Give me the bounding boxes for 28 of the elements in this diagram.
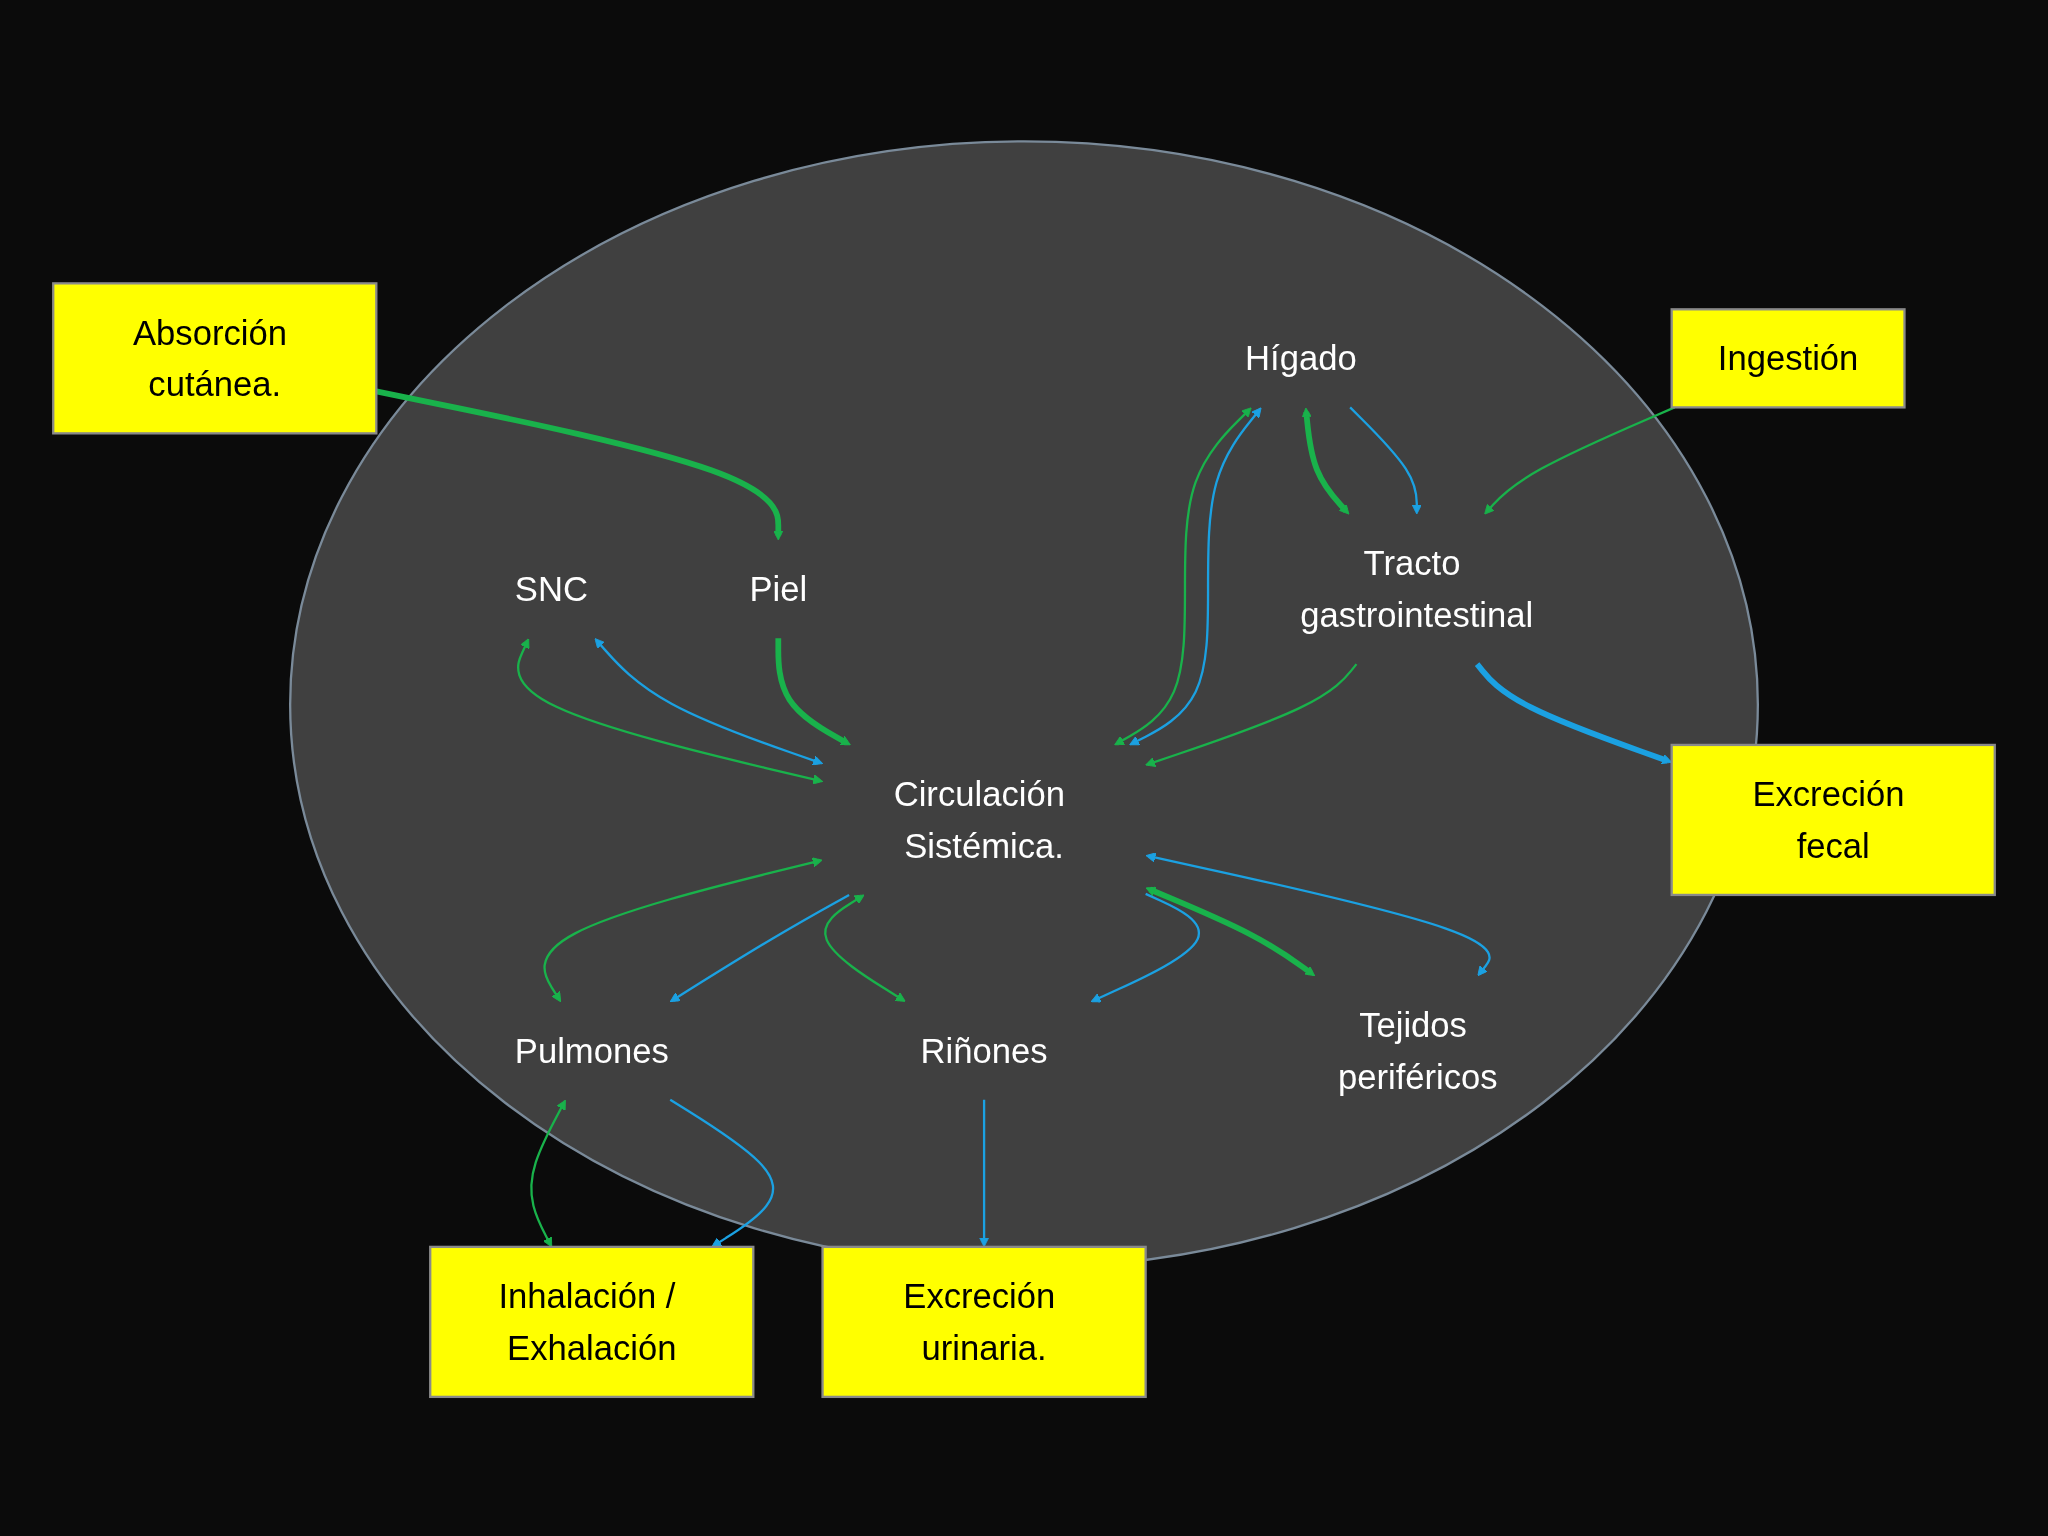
arrow [594,638,823,766]
node-box: Excreción urinaria. [821,1245,1147,1399]
node-text: Tejidos periféricos [1337,1005,1498,1096]
arrow [1301,407,1350,515]
node-text: Riñones [920,1031,1048,1070]
node-text: Circulación Sistémica. [893,774,1065,865]
arrow [1145,663,1358,767]
node-box: Ingestión [1670,308,1906,409]
arrow [669,893,850,1003]
node-text: Tracto gastrointestinal [1300,544,1534,635]
arrow [1349,406,1422,515]
arrow [775,638,851,746]
node-text: SNC [514,570,588,609]
arrow [1484,406,1676,515]
node-box: Excreción fecal [1670,743,1996,897]
node-box: Absorción cutánea. [52,282,378,435]
arrow [1129,407,1262,746]
arrow [824,894,906,1002]
node-text: Pulmones [514,1031,669,1070]
node-text: Piel [749,570,808,609]
node-box: Inhalación / Exhalación [429,1245,755,1399]
arrow [543,857,823,1003]
arrow [1145,886,1316,977]
arrow [517,638,823,785]
arrow [1114,407,1252,746]
node-text: Hígado [1245,339,1357,378]
arrow [1090,892,1200,1003]
arrow [1145,852,1491,977]
